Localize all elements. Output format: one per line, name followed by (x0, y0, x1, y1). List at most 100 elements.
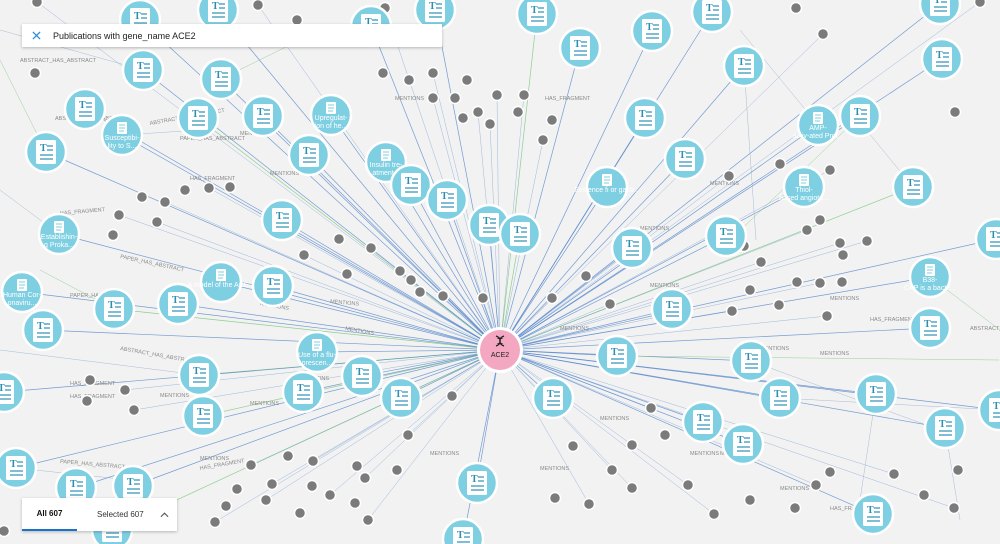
document-node[interactable]: T (455, 461, 499, 505)
document-node[interactable]: T (721, 422, 765, 466)
fragment-node[interactable] (293, 506, 307, 520)
fragment-node[interactable] (244, 458, 258, 472)
fragment-node[interactable] (483, 117, 497, 131)
fragment-node[interactable] (820, 309, 834, 323)
fragment-node[interactable] (106, 228, 120, 242)
fragment-node[interactable] (118, 383, 132, 397)
center-node-group[interactable]: ACE2 (477, 327, 523, 373)
fragment-node[interactable] (404, 273, 418, 287)
fragment-node[interactable] (722, 169, 736, 183)
document-node[interactable]: Thiol-based angiote... (779, 165, 829, 209)
fragment-node[interactable] (323, 488, 337, 502)
document-node[interactable]: T (0, 370, 26, 414)
fragment-node[interactable] (83, 373, 97, 387)
fragment-node[interactable] (788, 501, 802, 515)
fragment-node[interactable] (816, 27, 830, 41)
document-node[interactable]: T (650, 287, 694, 331)
document-node[interactable]: T (923, 406, 967, 450)
document-node[interactable]: T (498, 212, 542, 256)
document-node[interactable]: T (838, 94, 882, 138)
document-node[interactable]: T (891, 165, 935, 209)
document-node[interactable]: T (558, 26, 602, 70)
document-node[interactable]: T (21, 308, 65, 352)
fragment-node[interactable] (789, 1, 803, 15)
document-node-circle[interactable] (782, 165, 826, 209)
fragment-node[interactable] (582, 497, 596, 511)
document-node[interactable]: T (176, 96, 220, 140)
fragment-node[interactable] (448, 91, 462, 105)
document-node[interactable]: T (663, 137, 707, 181)
document-node[interactable]: T (623, 96, 667, 140)
document-node[interactable]: T (854, 372, 898, 416)
document-node[interactable]: Use of a flu-orescen... (295, 330, 339, 374)
fragment-node[interactable] (265, 477, 279, 491)
fragment-node[interactable] (350, 459, 364, 473)
document-node[interactable]: T (681, 400, 725, 444)
fragment-node[interactable] (28, 66, 42, 80)
fragment-node[interactable] (251, 0, 265, 12)
fragment-node[interactable] (973, 0, 987, 9)
document-node[interactable]: T (260, 198, 304, 242)
fragment-node[interactable] (813, 213, 827, 227)
fragment-node[interactable] (835, 275, 849, 289)
fragment-node[interactable] (460, 73, 474, 87)
document-node[interactable]: T (389, 163, 433, 207)
document-node[interactable]: T (425, 178, 469, 222)
fragment-node[interactable] (390, 463, 404, 477)
fragment-node[interactable] (30, 0, 44, 9)
document-node[interactable]: T (281, 370, 325, 414)
document-node[interactable]: Establishin-g Proka... (37, 212, 81, 256)
fragment-node[interactable] (625, 438, 639, 452)
document-node-circle[interactable] (309, 93, 353, 137)
fragment-node[interactable] (800, 223, 814, 237)
document-node[interactable]: T (251, 264, 295, 308)
fragment-node[interactable] (566, 439, 580, 453)
fragment-node[interactable] (471, 105, 485, 119)
fragment-node[interactable] (0, 524, 11, 538)
fragment-node[interactable] (158, 195, 172, 209)
document-node[interactable]: T (441, 517, 485, 544)
document-node[interactable]: Human Cor-onaviru... (0, 270, 44, 314)
document-node[interactable]: T (920, 37, 964, 81)
document-node[interactable]: T (24, 130, 68, 174)
document-node[interactable]: T (630, 9, 674, 53)
fragment-node[interactable] (536, 133, 550, 147)
fragment-node[interactable] (208, 515, 222, 529)
fragment-node[interactable] (579, 269, 593, 283)
document-node[interactable]: T (156, 282, 200, 326)
document-node[interactable]: T (729, 339, 773, 383)
fragment-node[interactable] (476, 291, 490, 305)
fragment-node[interactable] (625, 481, 639, 495)
fragment-node[interactable] (948, 105, 962, 119)
fragment-node[interactable] (219, 499, 233, 513)
fragment-node[interactable] (445, 389, 459, 403)
fragment-node[interactable] (364, 241, 378, 255)
document-node[interactable]: T (287, 133, 331, 177)
search-query[interactable]: Publications with gene_name ACE2 (53, 30, 196, 41)
fragment-node[interactable] (340, 267, 354, 281)
fragment-node[interactable] (361, 513, 375, 527)
document-node-circle[interactable] (295, 330, 339, 374)
fragment-node[interactable] (605, 463, 619, 477)
fragment-node[interactable] (80, 394, 94, 408)
document-node[interactable]: T (908, 306, 952, 350)
fragment-node[interactable] (823, 465, 837, 479)
close-icon[interactable] (29, 29, 43, 43)
fragment-node[interactable] (603, 297, 617, 311)
document-node-circle[interactable] (0, 270, 44, 314)
fragment-node[interactable] (358, 471, 372, 485)
document-node-circle[interactable] (37, 212, 81, 256)
document-node-circle[interactable] (199, 260, 243, 304)
center-node-ace2[interactable] (480, 330, 520, 370)
document-node[interactable]: T (531, 376, 575, 420)
document-node[interactable]: Upregulat-ion of he... (309, 93, 353, 137)
fragment-node[interactable] (725, 304, 739, 318)
document-node[interactable]: T (977, 388, 1000, 432)
fragment-node[interactable] (836, 248, 850, 262)
fragment-node[interactable] (644, 401, 658, 415)
fragment-node[interactable] (456, 111, 470, 125)
fragment-node[interactable] (436, 289, 450, 303)
document-node[interactable]: Evidence fi or gastr... (574, 165, 640, 209)
document-node[interactable]: T (918, 0, 962, 26)
